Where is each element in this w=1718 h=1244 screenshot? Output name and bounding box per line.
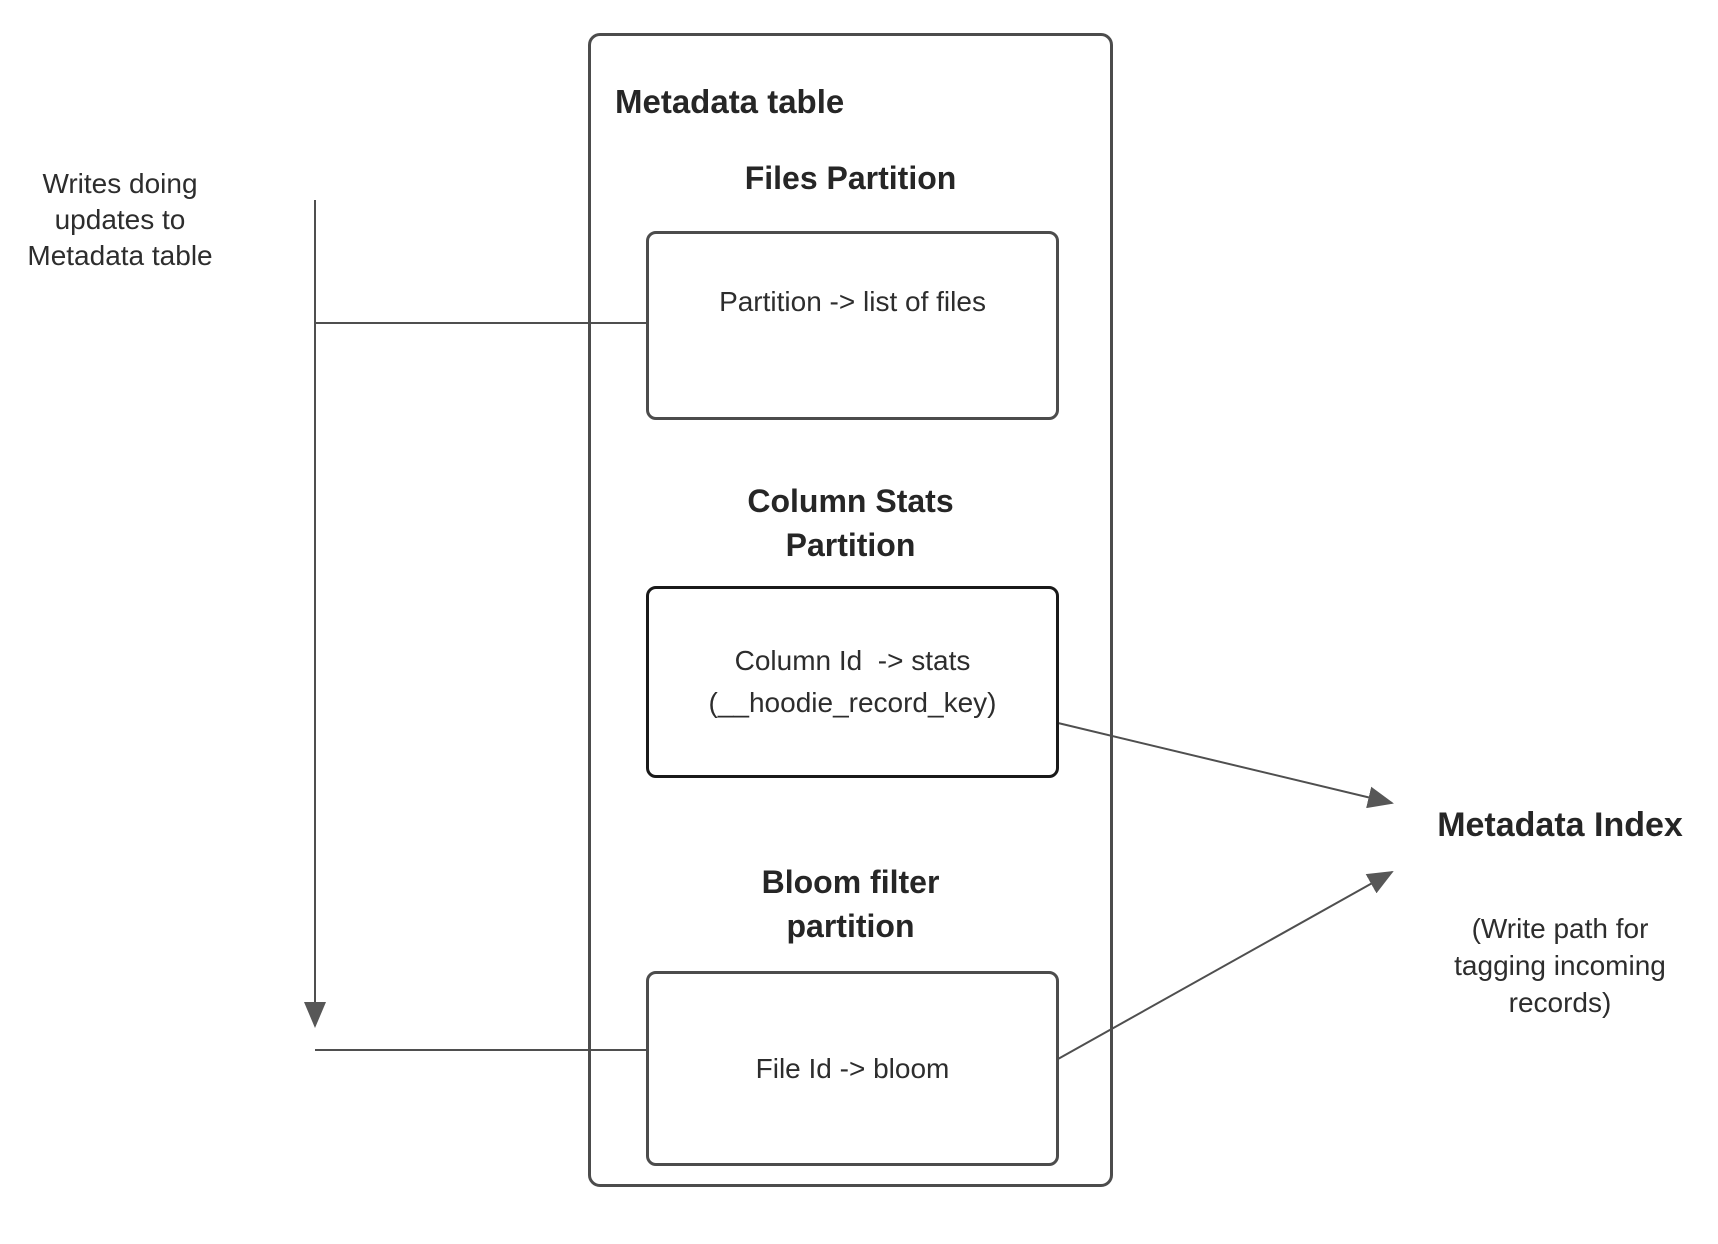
- metadata-index: Metadata Index (Write path for tagging i…: [1390, 804, 1718, 1021]
- files-partition-heading-text: Files Partition: [744, 160, 957, 196]
- bloom-filter-box: File Id -> bloom: [646, 971, 1059, 1166]
- metadata-index-note: (Write path for tagging incoming records…: [1390, 910, 1718, 1021]
- metadata-index-title: Metadata Index: [1437, 806, 1683, 844]
- metadata-index-note-line-2: tagging incoming: [1454, 950, 1666, 981]
- bloom-filter-heading: Bloom filter partition: [591, 860, 1110, 948]
- writes-note-line-1: Writes doing: [42, 168, 198, 199]
- column-stats-box: Column Id -> stats (__hoodie_record_key): [646, 586, 1059, 778]
- writes-note: Writes doing updates to Metadata table: [10, 166, 230, 274]
- column-stats-heading-line-1: Column Stats: [747, 483, 954, 519]
- files-partition-text: Partition -> list of files: [719, 285, 986, 317]
- bloom-filter-heading-line-2: partition: [786, 908, 915, 944]
- files-partition-box: Partition -> list of files: [646, 231, 1059, 420]
- metadata-table-title: Metadata table: [615, 83, 845, 120]
- bloom-filter-heading-line-1: Bloom filter: [761, 864, 940, 900]
- writes-note-line-3: Metadata table: [27, 240, 213, 271]
- metadata-index-note-line-3: records): [1508, 987, 1612, 1018]
- writes-note-line-2: updates to: [54, 204, 186, 235]
- metadata-index-note-line-1: (Write path for: [1471, 913, 1649, 944]
- column-stats-heading: Column Stats Partition: [591, 479, 1110, 567]
- files-partition-heading: Files Partition: [591, 156, 1110, 200]
- column-stats-text-line-2: (__hoodie_record_key): [708, 687, 997, 718]
- bloom-filter-text: File Id -> bloom: [755, 1052, 950, 1084]
- column-stats-text-line-1: Column Id -> stats: [734, 645, 971, 676]
- metadata-table-container: Metadata table Files Partition Partition…: [588, 33, 1113, 1187]
- column-stats-heading-line-2: Partition: [785, 527, 916, 563]
